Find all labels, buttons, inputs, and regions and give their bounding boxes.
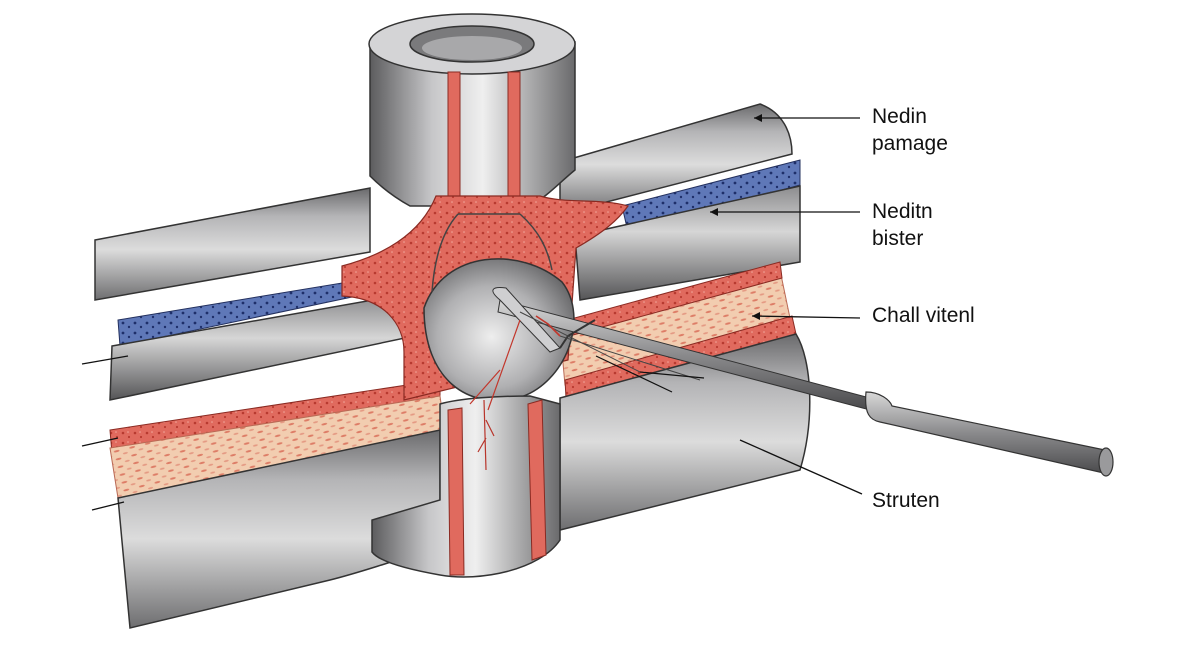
blue-layer-right (621, 159, 801, 233)
red-channel-vertical-right (507, 71, 521, 213)
leader-left-2 (81, 437, 119, 447)
upper-pipe-top-right (559, 103, 793, 215)
label-nedin-pamage: Nedin pamage (872, 103, 948, 157)
label-neditn-bister: Neditn bister (872, 198, 933, 252)
leader-line-3 (751, 315, 861, 319)
junction-bore (423, 258, 575, 402)
label-line: Struten (872, 489, 940, 512)
red-channel-vertical-left (447, 71, 461, 213)
label-chall-vitenl: Chall vitenl (872, 302, 975, 329)
leader-left-3 (91, 501, 125, 511)
upper-pipe-top-left (94, 187, 371, 301)
probe-instrument-icon (469, 287, 1114, 477)
label-line: Neditn (872, 200, 933, 223)
red-channel-bottom-right (527, 399, 547, 561)
label-line: bister (872, 227, 924, 250)
label-struten: Struten (872, 487, 940, 514)
leader-left-1 (81, 355, 129, 365)
label-line: Nedin (872, 105, 927, 128)
leader-line-4 (739, 439, 863, 495)
red-channel-bottom-left (447, 407, 465, 576)
label-line: Chall vitenl (872, 304, 975, 327)
lower-pipe-right (559, 333, 811, 531)
leader-line-5 (595, 355, 673, 393)
vertical-pipe-bottom (371, 395, 561, 578)
label-line: pamage (872, 132, 948, 155)
leader-line-6 (639, 371, 705, 379)
